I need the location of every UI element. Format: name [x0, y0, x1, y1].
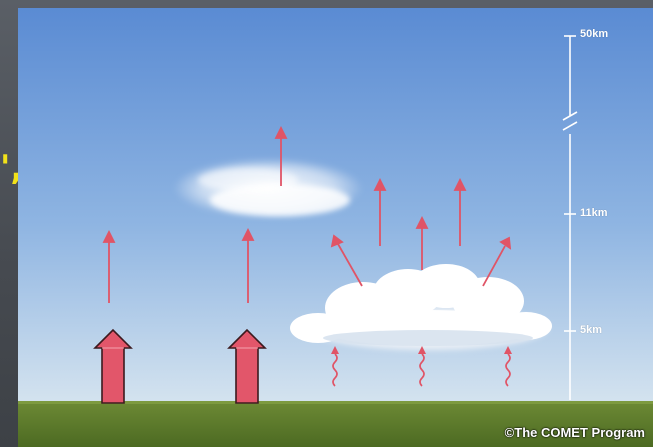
altitude-label-5km: 5km: [580, 324, 602, 336]
cirrus-cloud-icon: [173, 158, 363, 218]
altitude-label-11km: 11km: [580, 207, 608, 219]
ground: [18, 401, 653, 447]
diagram-canvas: [18, 8, 653, 447]
atmosphere-radiation-diagram: 50km 11km 5km ©The COMET Program: [18, 8, 653, 447]
altitude-label-50km: 50km: [580, 28, 608, 40]
copyright-credit: ©The COMET Program: [505, 425, 645, 440]
